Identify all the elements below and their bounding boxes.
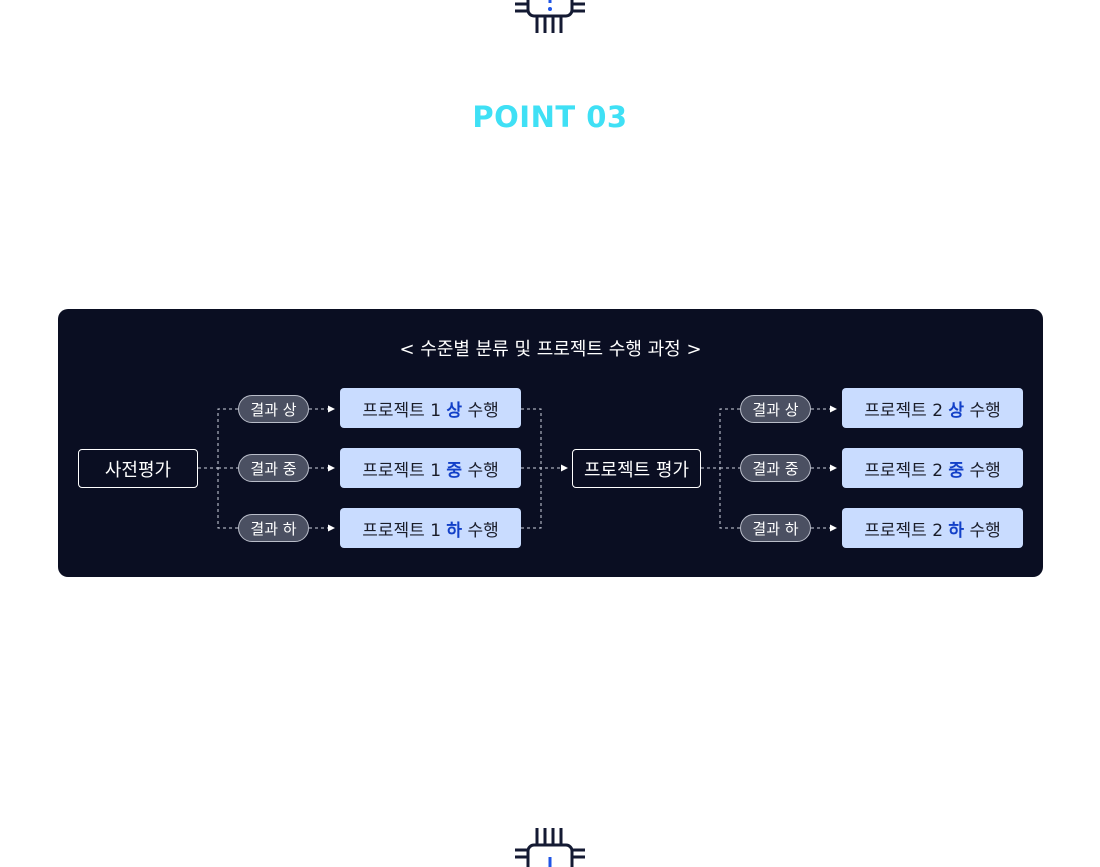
- project2-mid-box: 프로젝트 2 중 수행: [842, 448, 1023, 488]
- result-mid-pill: 결과 중: [740, 454, 811, 482]
- result-mid-pill: 결과 중: [238, 454, 309, 482]
- project2-low-box: 프로젝트 2 하 수행: [842, 508, 1023, 548]
- project1-mid-box: 프로젝트 1 중 수행: [340, 448, 521, 488]
- process-diagram-panel: < 수준별 분류 및 프로젝트 수행 과정 >: [58, 309, 1043, 577]
- project1-low-box: 프로젝트 1 하 수행: [340, 508, 521, 548]
- project2-high-box: 프로젝트 2 상 수행: [842, 388, 1023, 428]
- diagram-title: < 수준별 분류 및 프로젝트 수행 과정 >: [399, 339, 702, 360]
- connector-lines: [198, 405, 837, 532]
- project-assessment-node: 프로젝트 평가: [572, 449, 701, 488]
- chip-icon: [515, 0, 585, 33]
- chip-icon: [515, 828, 585, 867]
- result-low-pill: 결과 하: [238, 514, 309, 542]
- pre-assessment-node: 사전평가: [78, 449, 198, 488]
- point-title: POINT 03: [472, 100, 628, 134]
- project1-high-box: 프로젝트 1 상 수행: [340, 388, 521, 428]
- result-low-pill: 결과 하: [740, 514, 811, 542]
- result-high-pill: 결과 상: [238, 395, 309, 423]
- result-high-pill: 결과 상: [740, 395, 811, 423]
